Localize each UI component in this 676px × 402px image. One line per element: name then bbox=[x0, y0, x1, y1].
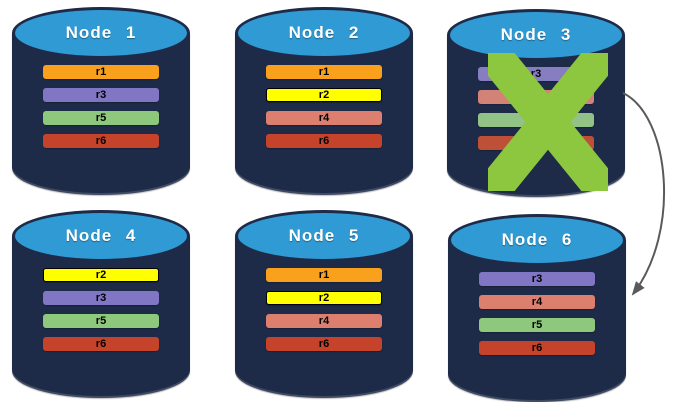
replica-label: r5 bbox=[95, 111, 107, 124]
replica-bar-r1: r1 bbox=[266, 268, 382, 282]
replica-bar-r1: r1 bbox=[43, 65, 159, 79]
replica-list: r1 r2 r4 r6 bbox=[266, 268, 382, 351]
node-title: Node 4 bbox=[65, 226, 137, 245]
cylinder-top: Node 5 bbox=[235, 210, 413, 262]
node-3: r3 Node 3 bbox=[447, 9, 625, 197]
replica-bar-r2: r2 bbox=[266, 88, 382, 102]
replica-label: r3 bbox=[95, 88, 107, 101]
replica-list: r1 r3 r5 r6 bbox=[43, 65, 159, 148]
replica-bar-r6: r6 bbox=[43, 134, 159, 148]
cylinder-top: Node 6 bbox=[448, 214, 626, 266]
replica-bar-r4: r4 bbox=[479, 295, 595, 309]
replica-bar-r3: r3 bbox=[43, 88, 159, 102]
cylinder-top: Node 1 bbox=[12, 7, 190, 59]
cylinder-top: Node 4 bbox=[12, 210, 190, 262]
failover-arrow-path bbox=[622, 92, 666, 296]
replica-bar-r3: r3 bbox=[479, 272, 595, 286]
replica-label: r2 bbox=[318, 291, 330, 304]
replica-label: r6 bbox=[95, 337, 107, 350]
replica-list: r1 r2 r4 r6 bbox=[266, 65, 382, 148]
replica-bar-r6: r6 bbox=[266, 337, 382, 351]
replica-bar-r3: r3 bbox=[43, 291, 159, 305]
replica-bar-r4: r4 bbox=[266, 314, 382, 328]
node-title: Node 2 bbox=[288, 23, 360, 42]
replica-label: r4 bbox=[318, 314, 330, 327]
replica-label: r6 bbox=[95, 134, 107, 147]
node-4: r2 r3 r5 r6 Node 4 bbox=[12, 210, 190, 398]
node-2: r1 r2 r4 r6 Node 2 bbox=[235, 7, 413, 195]
x-mark-icon bbox=[488, 53, 608, 191]
replica-bar-r4: r4 bbox=[266, 111, 382, 125]
node-title: Node 1 bbox=[65, 23, 137, 42]
replica-label: r6 bbox=[318, 134, 330, 147]
replica-label: r5 bbox=[531, 318, 543, 331]
replica-label: r4 bbox=[531, 295, 543, 308]
replica-label: r1 bbox=[318, 65, 330, 78]
replica-bar-r1: r1 bbox=[266, 65, 382, 79]
replica-label: r4 bbox=[318, 111, 330, 124]
node-title: Node 3 bbox=[500, 25, 572, 44]
replica-bar-r2: r2 bbox=[266, 291, 382, 305]
replica-bar-r6: r6 bbox=[266, 134, 382, 148]
node-5: r1 r2 r4 r6 Node 5 bbox=[235, 210, 413, 398]
replica-label: r1 bbox=[95, 65, 107, 78]
replica-bar-r5: r5 bbox=[43, 314, 159, 328]
replica-label: r2 bbox=[318, 88, 330, 101]
replica-label: r5 bbox=[95, 314, 107, 327]
replica-label: r1 bbox=[318, 268, 330, 281]
replica-bar-r2: r2 bbox=[43, 268, 159, 282]
cylinder-top: Node 2 bbox=[235, 7, 413, 59]
replica-label: r6 bbox=[318, 337, 330, 350]
replica-bar-r6: r6 bbox=[479, 341, 595, 355]
replica-label: r2 bbox=[95, 268, 107, 281]
replica-label: r3 bbox=[95, 291, 107, 304]
node-title: Node 6 bbox=[501, 230, 573, 249]
replica-list: r3 r4 r5 r6 bbox=[479, 272, 595, 355]
node-title: Node 5 bbox=[288, 226, 360, 245]
replica-label: r3 bbox=[530, 67, 542, 80]
replica-bar-r6: r6 bbox=[43, 337, 159, 351]
replica-label: r6 bbox=[531, 341, 543, 354]
replica-label: r3 bbox=[531, 272, 543, 285]
node-1: r1 r3 r5 r6 Node 1 bbox=[12, 7, 190, 195]
replica-bar-r5: r5 bbox=[43, 111, 159, 125]
node-6: r3 r4 r5 r6 Node 6 bbox=[448, 214, 626, 402]
replica-bar-r5: r5 bbox=[479, 318, 595, 332]
replica-list: r2 r3 r5 r6 bbox=[43, 268, 159, 351]
